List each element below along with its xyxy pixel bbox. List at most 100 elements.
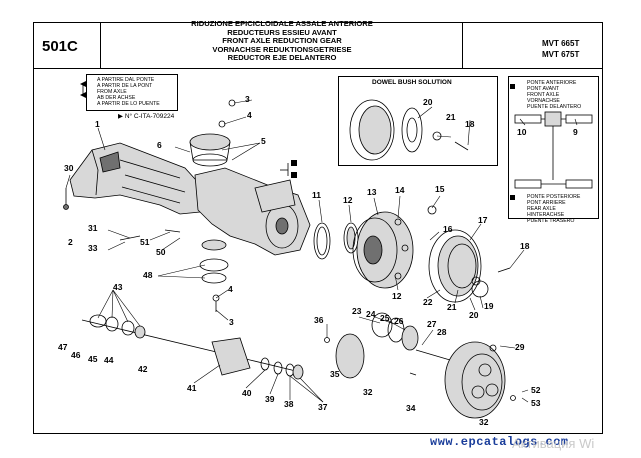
callout-label: 16 (443, 224, 453, 234)
callout-label: 32 (479, 417, 489, 427)
caption-line: REAR AXLE (527, 205, 556, 212)
callout-label: 24 (366, 309, 376, 319)
callout-label: 32 (363, 387, 373, 397)
callout-label: 13 (367, 187, 377, 197)
callout-label: 44 (104, 355, 114, 365)
callout-label: 28 (437, 327, 447, 337)
windows-activation-overlay: Активация Wi (512, 436, 595, 451)
dowel-bush-panel (338, 76, 498, 166)
title-es: REDUCTOR EJE DELANTERO (227, 53, 337, 63)
callout-label: 18 (465, 119, 475, 129)
callout-label: 3 (229, 317, 234, 327)
callout-label: 42 (138, 364, 148, 374)
caption-line: FRONT AXLE (527, 91, 560, 98)
callout-label: 4 (228, 284, 233, 294)
callout-label: 45 (88, 354, 98, 364)
callout-label: 17 (478, 215, 488, 225)
front-axle-caption: PONTE ANTERIORE PONT AVANT FRONT AXLE VO… (527, 80, 582, 111)
callout-label: 5 (261, 136, 266, 146)
title-de: VORNACHSE REDUKTIONSGETRIESE (212, 44, 352, 54)
caption-line: HINTERACHSE (527, 211, 565, 218)
callout-label: 2 (68, 237, 73, 247)
dowel-bush-detail (349, 99, 469, 161)
serial-reference-text: N° C-ITA-709224 (124, 113, 175, 120)
callout-label: 27 (427, 319, 437, 329)
note-line: AB DER ACHSE (97, 95, 136, 101)
planet-carrier-part (324, 312, 516, 419)
callout-label: 50 (156, 247, 166, 257)
header-divider (462, 22, 463, 69)
callout-label: 19 (484, 301, 494, 311)
callout-label: 30 (64, 163, 74, 173)
section-code: 501C (42, 38, 78, 55)
callout-label: 21 (447, 302, 457, 312)
callout-label: 11 (312, 190, 321, 200)
marker-square (291, 172, 297, 178)
note-line: FROM AXLE (97, 89, 127, 95)
note-line: A PARTIRE DAL PONTE (97, 77, 155, 83)
model-list: MVT 665T MVT 675T (542, 38, 579, 60)
callout-label: 10 (517, 127, 527, 137)
callout-label: 21 (446, 112, 456, 122)
callout-label: 25 (380, 313, 390, 323)
header-divider (33, 68, 603, 69)
axle-location-diagram (514, 111, 593, 189)
callout-label: 31 (88, 223, 98, 233)
leader-lines (65, 99, 578, 403)
callout-label: 52 (531, 385, 541, 395)
model-name: MVT 675T (542, 50, 580, 59)
callout-label: 15 (435, 184, 445, 194)
callout-label: 39 (265, 394, 275, 404)
callout-label: 20 (469, 310, 479, 320)
callout-label: 12 (343, 195, 353, 205)
callout-label: 12 (392, 291, 402, 301)
callout-label: 29 (515, 342, 525, 352)
page-title-block: RIDUZIONE EPICICLOIDALE ASSALE ANTERIORE… (176, 19, 388, 63)
callout-label: 51 (140, 237, 150, 247)
watermark-link[interactable]: www.epcatalogs.com (430, 435, 569, 449)
note-line: A PARTIR DE LA PONT (97, 83, 153, 89)
steering-knuckle-part (194, 167, 311, 256)
header-divider (100, 22, 101, 69)
callout-label: 9 (573, 127, 578, 137)
title-it: RIDUZIONE EPICICLOIDALE ASSALE ANTERIORE (191, 19, 373, 28)
marker-square (510, 84, 515, 89)
axle-location-panel (508, 76, 599, 219)
callout-label: 40 (242, 388, 252, 398)
callout-label: 26 (394, 316, 404, 326)
drawing-frame (33, 22, 603, 434)
wheel-hub-part (352, 205, 437, 289)
callout-label: 36 (314, 315, 324, 325)
marker-square (291, 160, 297, 166)
callout-label: 22 (423, 297, 433, 307)
callout-label: 14 (395, 185, 405, 195)
callout-label: 41 (187, 383, 197, 393)
serial-reference: ▶ N° C-ITA-709224 (118, 112, 174, 120)
axle-housing-part (69, 142, 206, 215)
rear-axle-caption: PONTE POSTERIORE PONT ARRIERE REAR AXLE … (527, 194, 581, 225)
caption-line: PUENTE TRASERO (527, 217, 575, 224)
callout-label: 43 (113, 282, 123, 292)
callout-label: 4 (247, 110, 252, 120)
half-shaft-part (81, 314, 304, 380)
caption-line: PUENTE DELANTERO (527, 103, 582, 110)
serial-note-box: A PARTIRE DAL PONTE A PARTIR DE LA PONT … (86, 74, 178, 111)
callout-label: 53 (531, 398, 541, 408)
callout-label: 35 (330, 369, 340, 379)
seal-rings (313, 222, 359, 260)
arrow-icon: ▶ (118, 113, 125, 120)
callout-label: 1 (95, 119, 100, 129)
callout-label: 47 (58, 342, 68, 352)
callout-label: 23 (352, 306, 362, 316)
caption-line: VORNACHSE (527, 97, 560, 104)
note-line: A PARTIR DE LO PUENTE (97, 101, 160, 107)
dowel-bush-title: DOWEL BUSH SOLUTION (372, 79, 452, 86)
marker-square (510, 195, 515, 200)
callout-label: 48 (143, 270, 153, 280)
callout-label: 18 (520, 241, 530, 251)
caption-line: PONTE POSTERIORE (527, 194, 581, 200)
callout-label: 37 (318, 402, 328, 412)
kingpin-lower (199, 239, 229, 312)
